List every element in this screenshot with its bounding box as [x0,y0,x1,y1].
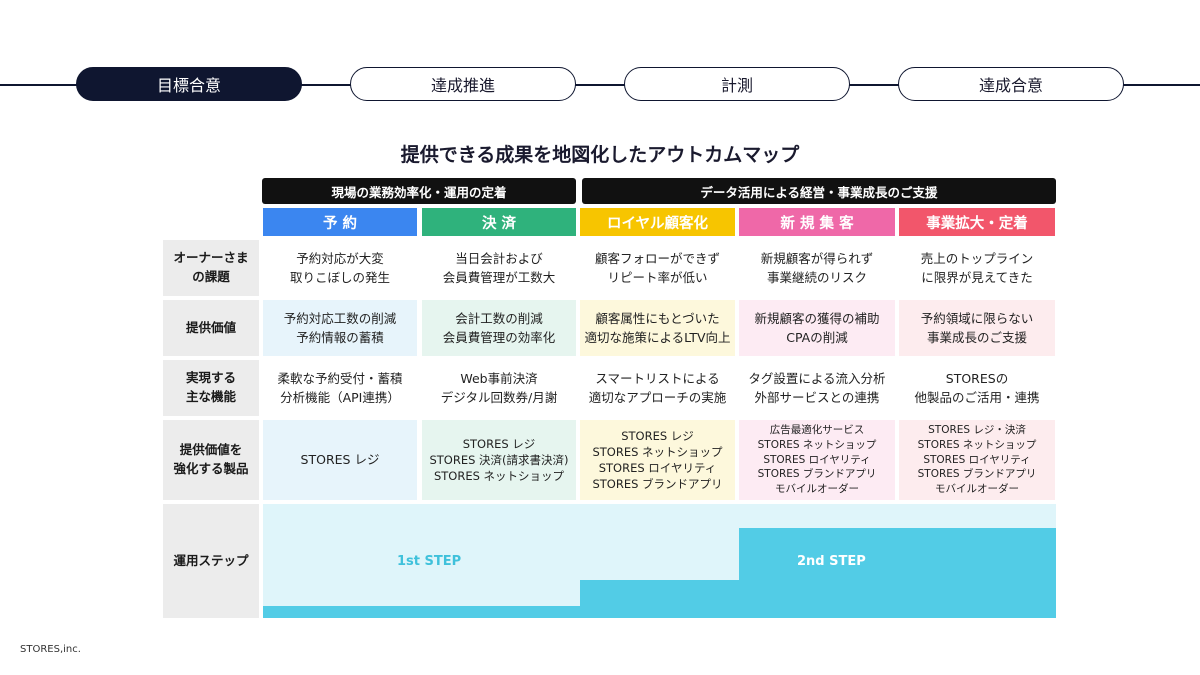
table-cell: 顧客属性にもとづいた 適切な施策によるLTV向上 [580,300,735,356]
header-data-driven-growth: データ活用による経営・事業成長のご支援 [582,178,1056,204]
table-cell: 会計工数の削減 会員費管理の効率化 [422,300,576,356]
step-pill-achievement-drive[interactable]: 達成推進 [350,67,576,101]
table-cell: 当日会計および 会員費管理が工数大 [442,250,556,285]
table-cell: タグ設置による流入分析 外部サービスとの連携 [748,370,886,405]
table-cell: 予約対応工数の削減 予約情報の蓄積 [263,300,417,356]
table-cell: STORES レジ [263,420,417,500]
category-new-acquisition: 新 規 集 客 [739,208,895,236]
table-cell: 新規顧客の獲得の補助 CPAの削減 [739,300,895,356]
progress-line [0,84,1200,86]
table-cell: 売上のトップライン に限界が見えてきた [920,250,1034,285]
step-1-bar [263,606,580,618]
table-cell: STORES レジ STORES 決済(請求書決済) STORES ネットショッ… [422,420,576,500]
category-loyal-customer: ロイヤル顧客化 [580,208,735,236]
step-pill-achievement-agreement[interactable]: 達成合意 [898,67,1124,101]
table-cell: Web事前決済 デジタル回数券/月謝 [440,370,558,405]
table-cell: 新規顧客が得られず 事業継続のリスク [760,250,874,285]
row-label-operation-steps: 運用ステップ [163,504,259,618]
table-cell: スマートリストによる 適切なアプローチの実施 [588,370,727,405]
step-1-label: 1st STEP [397,554,462,569]
step-pill-goal-agreement[interactable]: 目標合意 [76,67,302,101]
row-label-owner-issues: オーナーさま の課題 [163,240,259,296]
company-logo-text: STORES,inc. [20,644,81,655]
table-cell: 予約対応が大変 取りこぼしの発生 [289,250,390,285]
row-label-products: 提供価値を 強化する製品 [163,420,259,500]
category-payment: 決 済 [422,208,576,236]
step-transition-bar [580,580,740,618]
step-2-label: 2nd STEP [797,554,866,569]
table-cell: 柔軟な予約受付・蓄積 分析機能（API連携） [277,370,403,405]
category-business-expansion: 事業拡大・定着 [899,208,1055,236]
step-2-bar [739,528,1056,618]
category-reservation: 予 約 [263,208,417,236]
step-pill-measurement[interactable]: 計測 [624,67,850,101]
page-title: 提供できる成果を地図化したアウトカムマップ [400,144,800,166]
table-cell: 広告最適化サービス STORES ネットショップ STORES ロイヤリティ S… [739,420,895,500]
row-label-main-features: 実現する 主な機能 [163,360,259,416]
header-operational-efficiency: 現場の業務効率化・運用の定着 [262,178,576,204]
table-cell: STORESの 他製品のご活用・連携 [914,370,1040,405]
table-cell: STORES レジ・決済 STORES ネットショップ STORES ロイヤリテ… [899,420,1055,500]
row-label-value-provided: 提供価値 [163,300,259,356]
table-cell: STORES レジ STORES ネットショップ STORES ロイヤリティ S… [580,420,735,500]
table-cell: 顧客フォローができず リピート率が低い [594,250,720,285]
table-cell: 予約領域に限らない 事業成長のご支援 [899,300,1055,356]
